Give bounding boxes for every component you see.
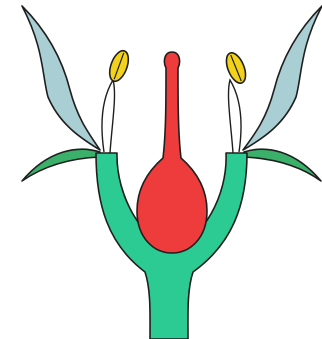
right-anther <box>223 50 250 86</box>
right-petal <box>243 6 322 150</box>
left-sepal <box>22 149 100 181</box>
pistil <box>137 52 207 253</box>
left-petal <box>22 6 100 150</box>
left-stamen-filament <box>102 80 115 153</box>
right-stamen-filament <box>228 80 241 153</box>
left-anther <box>106 48 132 84</box>
right-sepal <box>244 149 321 181</box>
